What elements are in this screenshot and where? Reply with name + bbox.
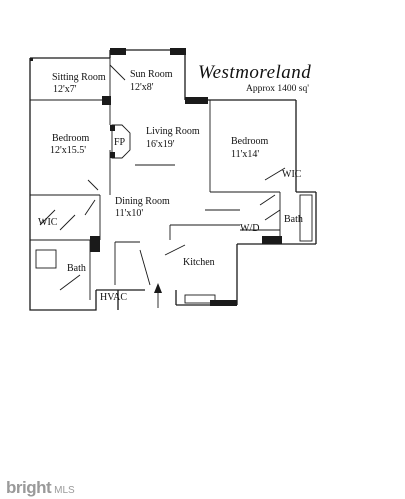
room-bedroom-2-label: Bedroom (231, 136, 268, 147)
plan-title: Westmoreland (198, 62, 311, 83)
room-sitting-room-label: Sitting Room (52, 72, 106, 83)
watermark-brand: bright (6, 478, 52, 497)
room-wd-label: W/D (240, 223, 259, 234)
entry-arrow (154, 283, 162, 308)
room-labels: Sitting Room 12'x7' Sun Room 12'x8' Bedr… (38, 69, 303, 303)
room-sun-room-label: Sun Room (130, 69, 173, 80)
fireplace-symbol (110, 124, 131, 159)
wall-blocks (30, 48, 282, 306)
room-fp-label: FP (114, 137, 126, 148)
room-dining-room-dim: 11'x10' (115, 208, 143, 219)
plan-subtitle: Approx 1400 sq' (246, 84, 309, 94)
interior-walls (30, 58, 313, 304)
room-living-room-label: Living Room (146, 126, 200, 137)
room-bedroom-2-dim: 11'x14' (231, 149, 259, 160)
room-bath-1-label: Bath (67, 263, 86, 274)
room-living-room-dim: 16'x19' (146, 139, 175, 150)
room-bath-2-label: Bath (284, 214, 303, 225)
room-hvac-label: HVAC (100, 292, 127, 303)
room-sun-room-dim: 12'x8' (130, 82, 154, 93)
room-dining-room-label: Dining Room (115, 196, 170, 207)
room-bedroom-1-label: Bedroom (52, 133, 89, 144)
room-kitchen-label: Kitchen (183, 257, 215, 268)
room-bedroom-1-dim: 12'x15.5' (50, 145, 86, 156)
watermark-suffix: MLS (54, 485, 75, 496)
room-sitting-room-dim: 12'x7' (53, 84, 77, 95)
room-wic-2-label: WIC (282, 169, 302, 180)
room-wic-1-label: WIC (38, 217, 58, 228)
